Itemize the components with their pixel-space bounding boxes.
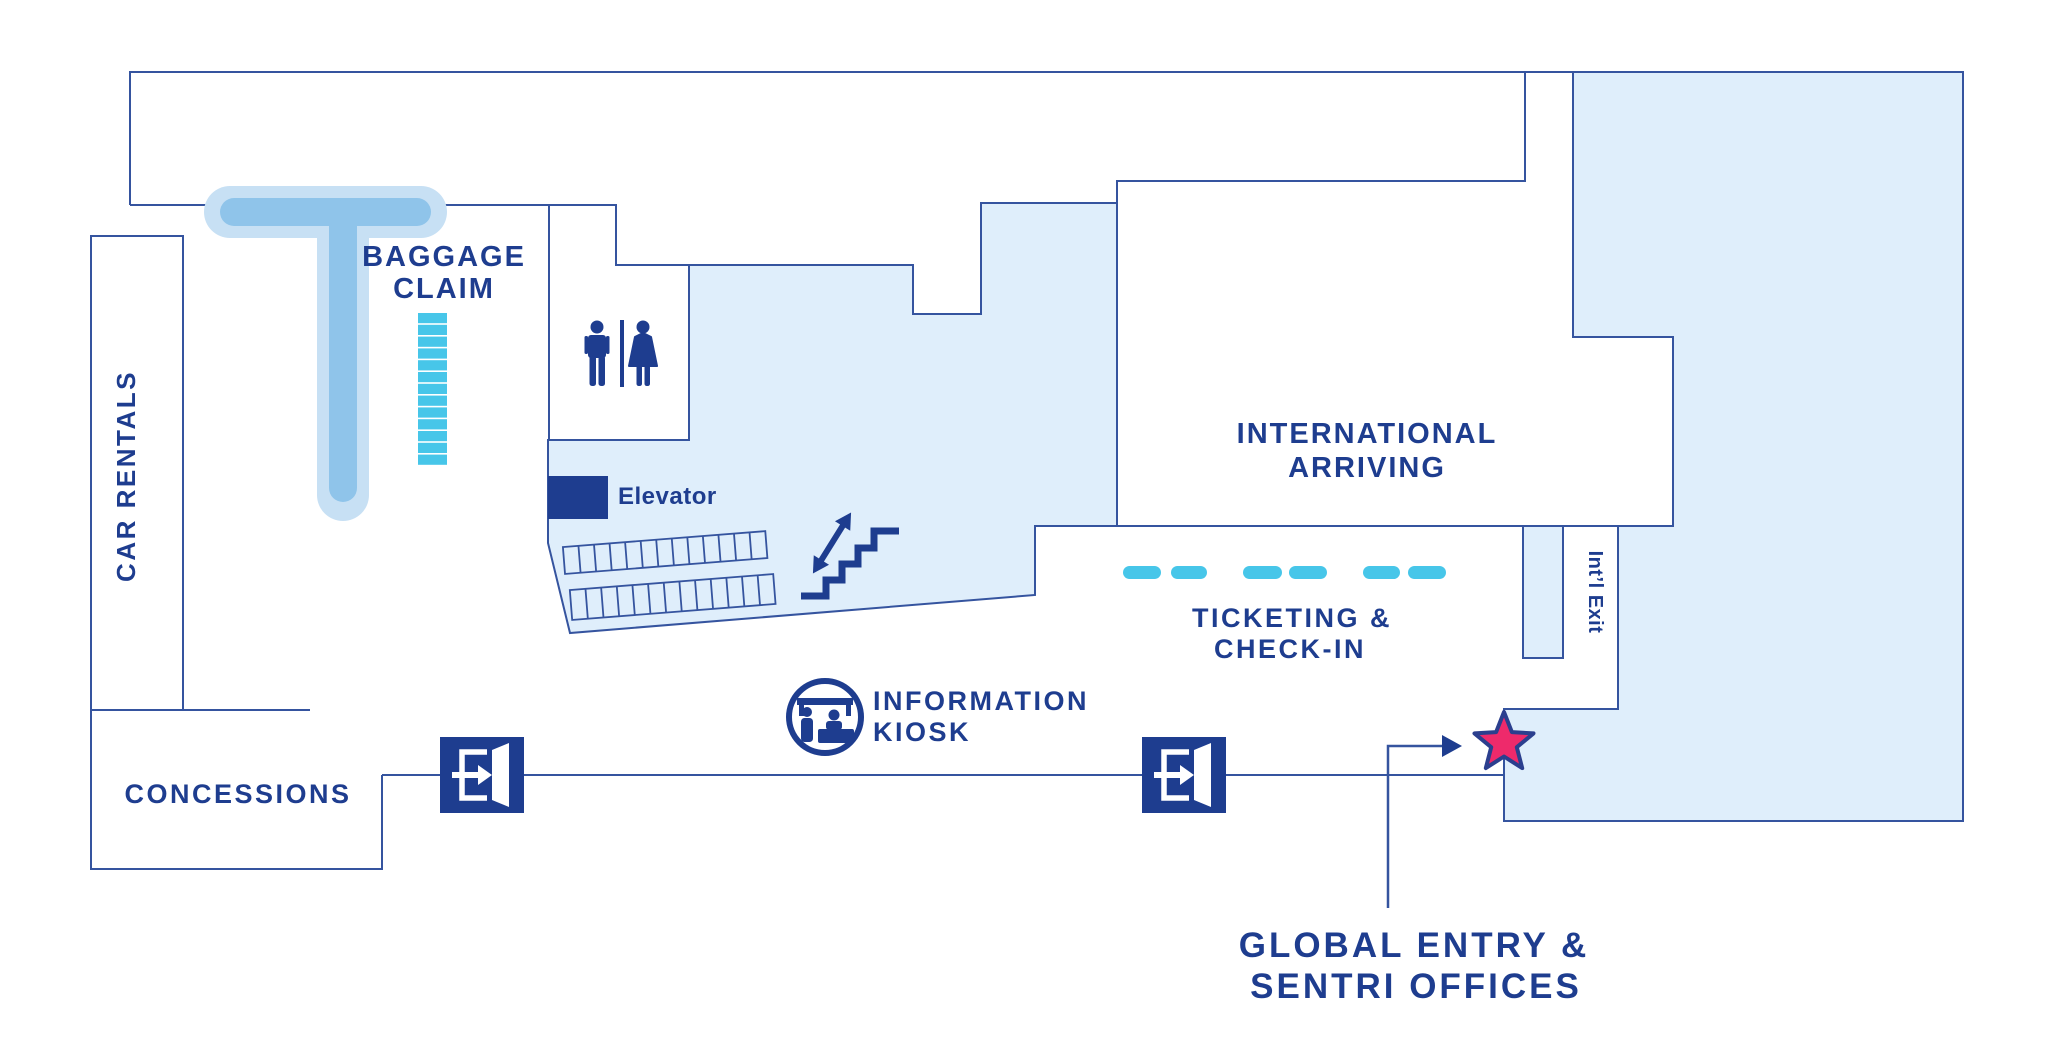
escalator-icon xyxy=(801,512,899,600)
label-concessions: CONCESSIONS xyxy=(124,779,351,809)
label-car-rentals: CAR RENTALS xyxy=(111,370,141,582)
elevator-block xyxy=(548,476,608,519)
label-information-1: INFORMATION xyxy=(873,686,1089,716)
label-baggage-claim-1: BAGGAGE xyxy=(362,241,526,273)
label-ticketing-2: CHECK-IN xyxy=(1214,634,1366,664)
international-gates-zone xyxy=(1503,71,1964,822)
star-marker-icon xyxy=(1472,710,1536,771)
baggage-belt xyxy=(418,313,447,465)
checkin-counters-row1 xyxy=(561,530,769,575)
ticketing-dashes xyxy=(1123,566,1446,579)
label-baggage-claim-2: CLAIM xyxy=(393,273,495,305)
arrow-pointer-icon xyxy=(1386,735,1462,908)
restroom-icon xyxy=(584,320,658,387)
label-international-1: INTERNATIONAL xyxy=(1237,418,1498,450)
checkin-counters-row2 xyxy=(568,573,777,621)
car-rentals-room xyxy=(90,235,184,711)
baggage-carousel xyxy=(204,186,447,521)
intl-exit-corridor xyxy=(1522,525,1564,659)
label-information-2: KIOSK xyxy=(873,717,971,747)
label-intl-exit: Int’l Exit xyxy=(1584,551,1606,634)
label-global-entry-1: GLOBAL ENTRY & xyxy=(1239,926,1590,965)
label-international-2: ARRIVING xyxy=(1288,452,1446,484)
exit-door-icon xyxy=(440,737,524,813)
label-global-entry-2: SENTRI OFFICES xyxy=(1250,967,1582,1006)
main-concourse-zone xyxy=(547,202,1118,635)
information-kiosk-icon xyxy=(786,678,864,756)
restroom-room xyxy=(548,204,690,441)
elevator-label: Elevator xyxy=(618,483,717,510)
exit-door-icon xyxy=(1142,737,1226,813)
label-ticketing-1: TICKETING & xyxy=(1192,603,1392,633)
